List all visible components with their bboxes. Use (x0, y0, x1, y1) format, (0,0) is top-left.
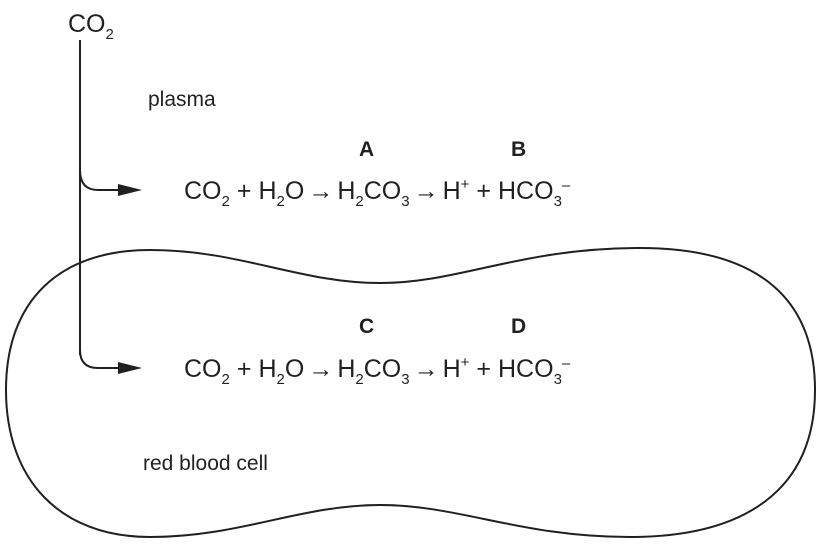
co2-formula: CO (184, 177, 222, 205)
plus-sign: + (476, 177, 491, 205)
bicarbonate-formula: HCO (498, 355, 554, 383)
reaction-arrow-b: → (414, 177, 439, 205)
plus-sign: + (237, 355, 252, 383)
reaction-arrow-d: → (414, 355, 439, 383)
h-ion-formula: H (443, 177, 461, 205)
reaction-arrow-c: → (308, 355, 333, 383)
source-co2-label: CO2 (68, 10, 114, 43)
plasma-reaction-equation: CO2+H2O→H2CO3→H++HCO3– (184, 176, 571, 210)
cell-reaction-equation: CO2+H2O→H2CO3→H++HCO3– (184, 354, 571, 388)
red-blood-cell-label: red blood cell (143, 452, 268, 475)
h-ion-formula: H (443, 355, 461, 383)
step-label-a: A (359, 138, 374, 161)
red-blood-cell-outline (4, 246, 817, 539)
step-label-b: B (511, 138, 526, 161)
plasma-arrowhead (118, 184, 142, 196)
h2o-formula: H (258, 355, 276, 383)
bicarbonate-formula: HCO (498, 177, 554, 205)
h2co3-formula: H (337, 355, 355, 383)
cell-arrowhead (118, 362, 142, 374)
reaction-arrow-a: → (308, 177, 333, 205)
h2co3-formula: H (337, 177, 355, 205)
plus-sign: + (476, 355, 491, 383)
plasma-branch-line (79, 169, 120, 191)
plus-sign: + (237, 177, 252, 205)
h2o-formula: H (258, 177, 276, 205)
plasma-label: plasma (148, 88, 216, 111)
step-label-d: D (511, 315, 526, 338)
cell-branch-line (79, 349, 120, 369)
step-label-c: C (359, 315, 374, 338)
co2-formula: CO (184, 355, 222, 383)
